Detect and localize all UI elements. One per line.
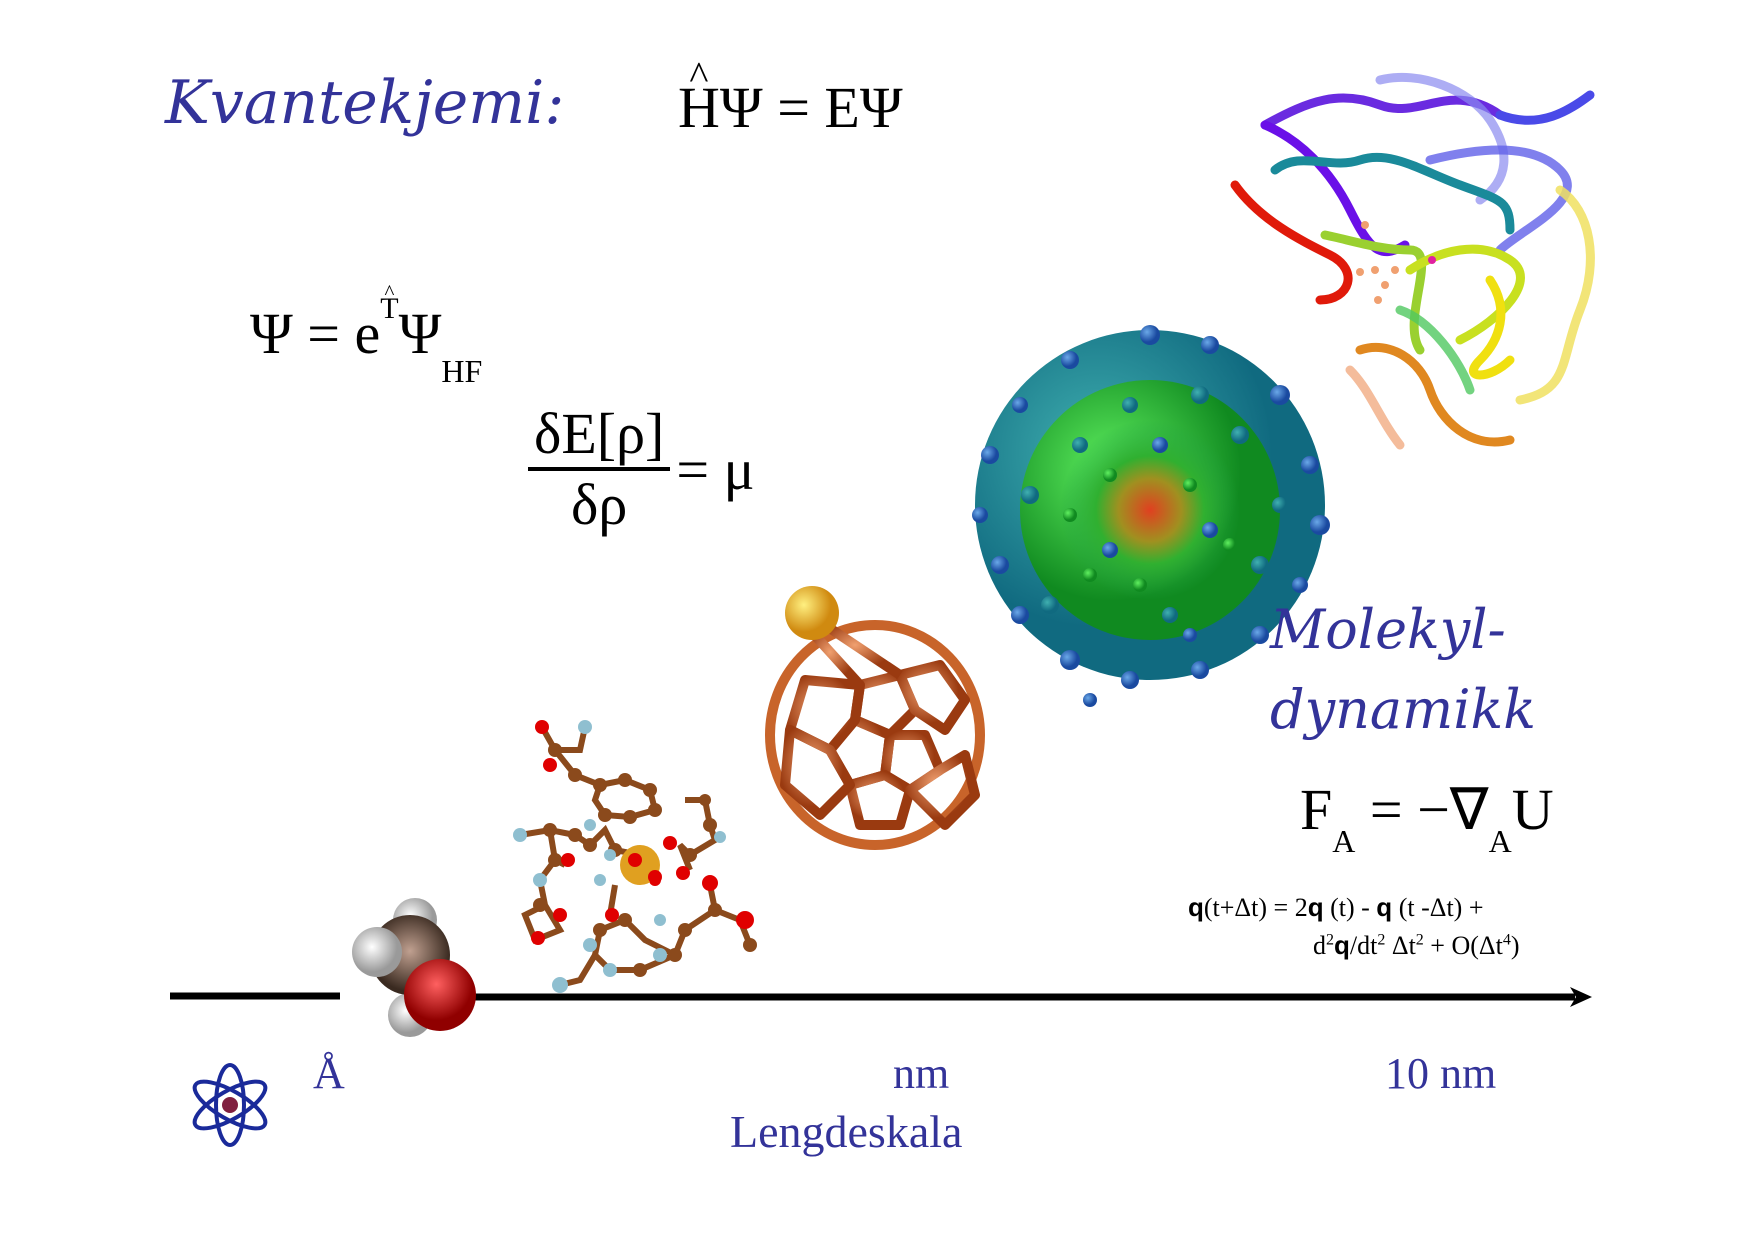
- metal-complex-image: [513, 720, 757, 993]
- dft-fraction: δE[ρ] δρ: [528, 400, 671, 538]
- tick-angstrom: Å: [313, 1049, 345, 1098]
- fraction-bar: [528, 467, 671, 471]
- fullerene-image: [765, 586, 985, 850]
- verlet-equation-line2: d2q/dt2 Δt2 + O(Δt4): [1313, 930, 1520, 960]
- methanol-molecule-image: [352, 898, 476, 1037]
- hamiltonian-operator: H: [678, 74, 720, 141]
- schrodinger-equation: HΨ = EΨ: [678, 74, 903, 141]
- coupled-cluster-equation: Ψ = eTΨHF: [250, 292, 482, 389]
- force-equation: FA = −∇AU: [1300, 777, 1554, 859]
- axis-label: Lengdeskala: [730, 1106, 963, 1157]
- atom-icon: [192, 1063, 268, 1147]
- tick-nm: nm: [893, 1049, 950, 1098]
- protein-ribbon-image: [1230, 72, 1595, 450]
- verlet-equation-line1: q(t+Δt) = 2q (t) - q (t -Δt) +: [1188, 892, 1484, 922]
- axis-arrowhead: [1570, 987, 1592, 1007]
- nanoparticle-cluster-image: [972, 325, 1330, 707]
- md-title-line1: Molekyl-: [1270, 598, 1506, 661]
- md-title-line2: dynamikk: [1270, 678, 1536, 741]
- title-kvantekjemi: Kvantekjemi:: [165, 68, 565, 138]
- dft-equation: δE[ρ] δρ = μ: [528, 400, 755, 538]
- tick-10nm: 10 nm: [1385, 1049, 1497, 1098]
